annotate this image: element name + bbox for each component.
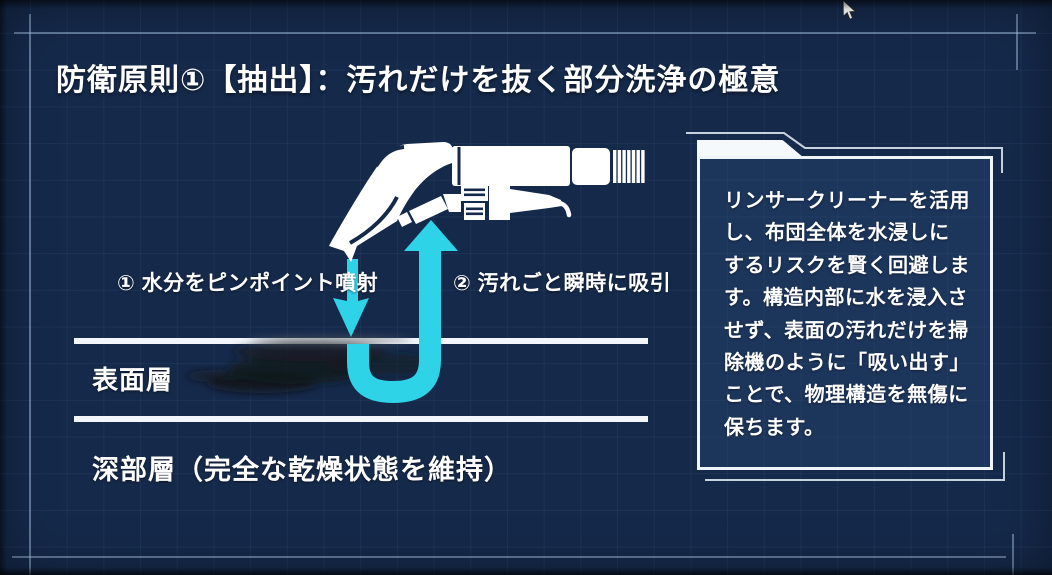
deep-layer-line [74,416,648,422]
mouse-cursor-icon [842,0,857,20]
info-box-text: リンサークリーナーを活用し、布団全体を水浸しにするリスクを賢く回避します。構造内… [724,190,970,439]
suction-step-label: ② 汚れごと瞬時に吸引 [453,272,672,295]
surface-layer-label: 表面層 [92,365,174,395]
info-box: リンサークリーナーを活用し、布団全体を水浸しにするリスクを賢く回避します。構造内… [697,156,993,470]
extraction-cleaner-nozzle-icon [329,142,645,262]
spray-step-label: ① 水分をピンポイント噴射 [117,272,379,295]
deep-layer-label: 深部層（完全な乾燥状態を維持） [92,455,512,485]
